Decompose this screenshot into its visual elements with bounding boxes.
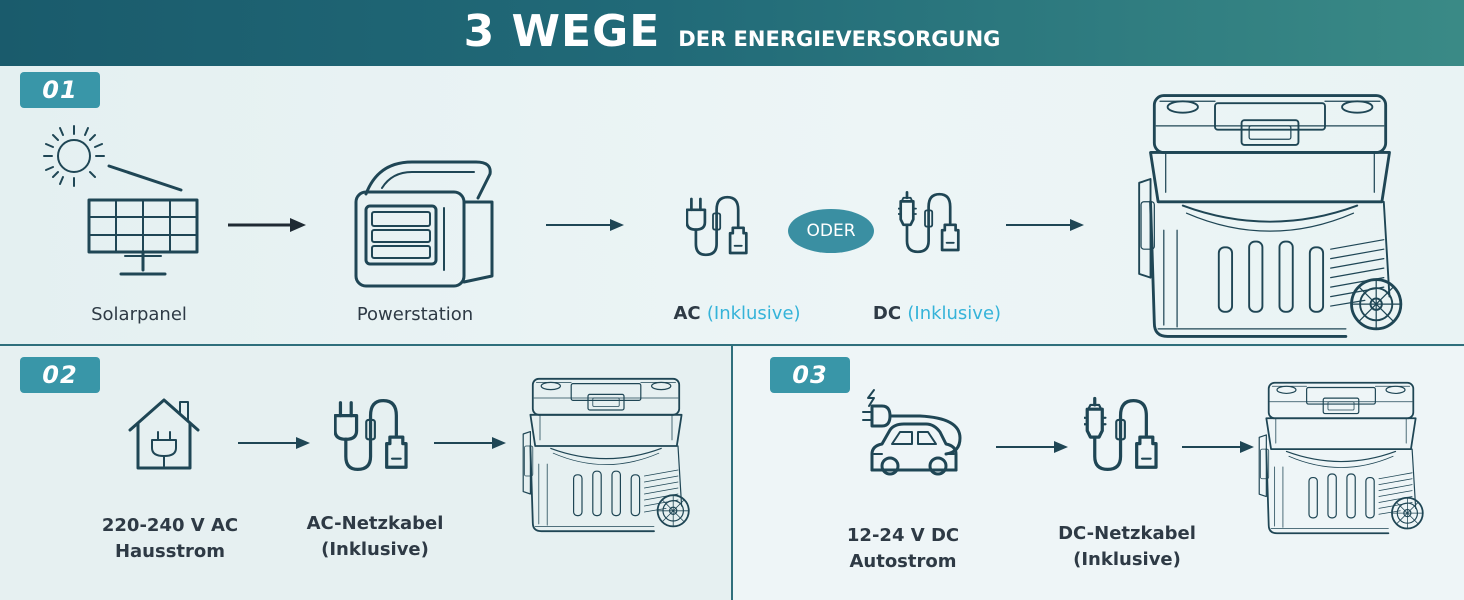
dc-cable-icon — [898, 186, 970, 260]
label-hausstrom-line1: 220-240 V AC — [101, 515, 239, 536]
label-ac: AC (Inklusive) — [662, 303, 812, 324]
label-dc-text: DC — [872, 303, 902, 324]
title-big: 3 WEGE — [463, 6, 661, 57]
ac-cable-icon — [686, 190, 758, 262]
solar-panel-icon — [87, 164, 199, 276]
label-dc-note: (Inklusive) — [907, 303, 1002, 324]
label-ac-text: AC — [673, 303, 701, 324]
label-ac-netzkabel-line2: (Inklusive) — [321, 539, 429, 560]
label-hausstrom-line2: Hausstrom — [114, 541, 226, 562]
dc-cable-icon — [1084, 388, 1170, 482]
section-02 — [0, 347, 731, 600]
sun-icon — [43, 125, 105, 187]
divider-horizontal — [0, 344, 1464, 346]
header-banner: 3 WEGE DER ENERGIEVERSORGUNG — [0, 0, 1464, 66]
power-station-icon — [354, 160, 494, 288]
label-hausstrom: 220-240 V AC Hausstrom — [94, 513, 246, 565]
section-03 — [733, 347, 1464, 600]
label-dc: DC (Inklusive) — [862, 303, 1012, 324]
label-ac-netzkabel: AC-Netzkabel (Inklusive) — [290, 511, 460, 563]
cooler-box-icon — [516, 374, 696, 536]
arrow-right-icon — [996, 441, 1068, 453]
electric-car-icon — [862, 389, 962, 476]
arrow-right-icon — [546, 219, 624, 231]
house-plug-icon — [128, 398, 200, 470]
label-dc-netzkabel-line2: (Inklusive) — [1073, 549, 1181, 570]
or-badge: ODER — [788, 209, 874, 253]
divider-vertical — [731, 346, 733, 600]
section-badge-03: 03 — [770, 357, 850, 393]
title-small: DER ENERGIEVERSORGUNG — [678, 27, 1001, 51]
label-dc-netzkabel-line1: DC-Netzkabel — [1058, 523, 1196, 544]
section-badge-01: 01 — [20, 72, 100, 108]
label-dc-netzkabel: DC-Netzkabel (Inklusive) — [1042, 521, 1212, 573]
label-solarpanel: Solarpanel — [91, 304, 187, 325]
arrow-right-icon — [228, 218, 306, 232]
page-title: 3 WEGE DER ENERGIEVERSORGUNG — [0, 6, 1464, 57]
arrow-right-icon — [1182, 441, 1254, 453]
arrow-right-icon — [434, 437, 506, 449]
ac-cable-icon — [334, 392, 420, 478]
arrow-right-icon — [238, 437, 310, 449]
cooler-box-icon — [1120, 88, 1420, 344]
section-badge-02: 02 — [20, 357, 100, 393]
label-autostrom: 12-24 V DC Autostrom — [840, 523, 966, 575]
label-autostrom-line2: Autostrom — [849, 551, 957, 572]
arrow-right-icon — [1006, 219, 1084, 231]
label-autostrom-line1: 12-24 V DC — [846, 525, 960, 546]
section-01 — [0, 66, 1464, 345]
label-powerstation: Powerstation — [356, 304, 474, 325]
label-ac-netzkabel-line1: AC-Netzkabel — [306, 513, 444, 534]
label-ac-note: (Inklusive) — [706, 303, 801, 324]
cooler-box-icon — [1252, 378, 1430, 538]
